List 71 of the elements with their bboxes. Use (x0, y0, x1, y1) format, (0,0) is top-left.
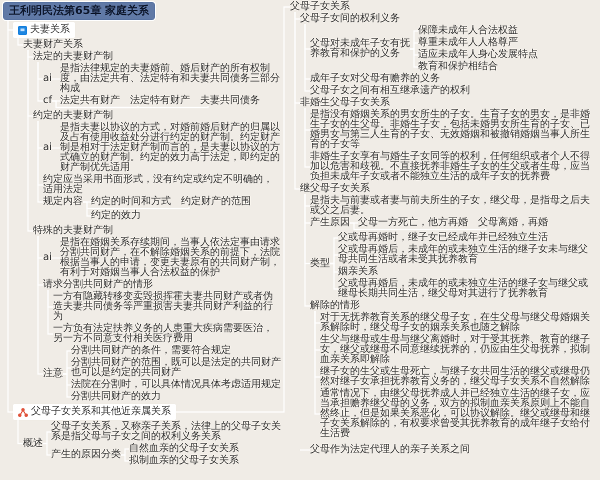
detail-text: 父母作为法定代理人的亲子关系之间 (310, 445, 470, 455)
subtopic-label: 类型 (310, 258, 330, 268)
connector-line (350, 222, 487, 230)
detail-text: 教育和保护相结合 (418, 62, 498, 72)
subtopic-label: ai (43, 74, 52, 84)
subtopic-label: 解除的情形 (310, 301, 360, 311)
detail-text: 生父与继母或生母与继父离婚时，对于受其抚养、教育的继子女，继父或继母不同意继续抚养的，仍应由生父母抚养，拟制血亲关系即解除 (320, 335, 597, 365)
detail-text: 约定应当采用书面形式，没有约定或约定不明确的，适用法定 (43, 175, 281, 195)
subtopic-label: 夫妻财产关系 (23, 40, 83, 50)
detail-text: 父母子女关系，又称亲子关系，法律上的父母子女关系是指父母与子女之间的权利义务关系 (51, 422, 281, 442)
detail-text: 自然血亲的父母子女关系 (129, 444, 239, 454)
detail-text: 对于无抚养教育关系的继父母子女，在生父母与继父母婚姻关系解除时，继父母子女的姻亲关系也随之解除 (320, 313, 597, 333)
detail-text: 保障未成年人合法权益 (418, 26, 518, 36)
detail-text: 父或母再婚时，继子女已经成年并已经独立生活 (338, 233, 548, 243)
detail-text: 拟制血亲的父母子女关系 (129, 456, 239, 466)
detail-text: 尊重未成年人人格尊严 (418, 38, 518, 48)
detail-text: 姻亲关系 (338, 267, 378, 277)
detail-text: 父或母再婚后，未成年的或未独立生活的继子女未与继父母共同生活或者未受其抚养教育 (338, 245, 597, 265)
detail-text: 约定财产的范围 (181, 197, 251, 207)
connector-line (17, 38, 23, 46)
detail-text: 父母一方死亡，他方再婚 (358, 218, 468, 228)
subtopic-label: 注意 (43, 369, 63, 379)
subtopic-label: 产生的原因分类 (51, 450, 121, 460)
detail-text: 父母子女之间有相互继承遗产的权利 (310, 86, 470, 96)
detail-text: 父母离婚，再婚 (478, 218, 548, 228)
subtopic-label: 特殊的夫妻财产制 (33, 226, 113, 236)
topic-title: 父母子女关系和其他近亲属关系 (31, 407, 171, 417)
detail-text: 法院在分割时，可以具体情况具体考虑适用规定 (71, 380, 281, 390)
central-topic: 王利明民法第65章 家庭关系 (3, 2, 156, 20)
detail-text: 是指在婚姻关系存续期间，当事人依法定事由请求分割共同财产，在不解除婚姻关系的前提下，法院根据当事人的申请，变更夫妻原有的共同财产制，有利于对婚姻当事人合法权益的保护 (60, 238, 281, 278)
subtopic-label: cf (43, 96, 52, 106)
connector-line (121, 454, 129, 462)
detail-text: 分割共同财产的效力 (71, 392, 161, 402)
subtopic-label: 父母子女间的权利义务 (300, 14, 400, 24)
subtopic-label: 约定的夫妻财产制 (33, 111, 113, 121)
detail-text: 约定的时间和方式 (91, 197, 171, 207)
detail-text: 法定特有财产 (130, 96, 190, 106)
main-topic (13, 22, 75, 38)
detail-text: 父或母再婚后，未成年的或未独立生活的继子女与继父或继母长期共同生活，继父母对其进行了抚养教育 (338, 279, 597, 299)
detail-text: 继子女的生父或生母死亡，与继子女共同生活的继父或继母仍然对继子女承担抚养教育义务的，继父母子女关系不自然解除 (320, 367, 597, 387)
subtopic-label: 继父母子女关系 (300, 184, 370, 194)
detail-text: 通常情况下，由继父母抚养成人并已经独立生活的继子女，应当承担赡养继父母的义务，双方的拟制血亲关系原则上不能自然终止，但是如果关系恶化，可以协议解除。继父或继母和继子女关系解除的，有权要求曾受其抚养教育的成年继子女给付生活费 (320, 389, 597, 439)
subtopic-label: 请求分割共同财产的情形 (43, 280, 153, 290)
subtopic-label: 法定的夫妻财产制 (33, 52, 113, 62)
detail-text: 适应未成年人身心发展特点 (418, 50, 538, 60)
subtopic-label: 父母对未成年子女有抚养教育和保护的义务 (310, 39, 410, 59)
subtopic-label: 规定内容 (43, 197, 83, 207)
detail-text: 法定共有财产 (60, 96, 120, 106)
detail-text: 是指夫妻以协议的方式，对婚前婚后财产的归属以及占有使用收益处分进行约定的财产制。约定财产制是相对于法定财产制而言的，是夫妻以协议的方式确立的财产制。约定的效力高于法定，即约定的财产制优先适用 (60, 123, 281, 173)
subtopic-label: 非婚生父母子女关系 (300, 98, 390, 108)
detail-text: 是指没有婚姻关系的男女所生的子女。生育子女的男女，是非婚生子女的生父母。非婚生子女，包括未婚男女所生育的子女、已婚男女与第三人生育的子女、无效婚姻和被撤销婚姻当事人所生育的子女等 (310, 110, 597, 150)
detail-text: 约定的效力 (91, 211, 141, 221)
subtopic-label: 产生原因 (310, 218, 350, 228)
detail-text: 一方负有法定扶养义务的人患重大疾病需要医治，另一方不同意支付相关医疗费用 (53, 324, 281, 344)
topic-title: 夫妻关系 (30, 25, 70, 35)
detail-text: 一方有隐藏转移变卖毁损挥霍夫妻共同财产或者伪造夫妻共同债务等严重损害夫妻共同财产利益的行为 (53, 292, 281, 322)
connector-line (176, 6, 290, 413)
detail-text: 是指夫与前妻或者妻与前夫所生的子女，继父母，是指母之后夫或父之后妻。 (310, 196, 597, 216)
subtopic-label: ai (43, 143, 52, 153)
detail-text: 成年子女对父母有赡养的义务 (310, 74, 440, 84)
detail-text: 是指法律规定的夫妻婚前、婚后财产的所有权制度，由法定共有、法定特有和夫妻共同债务三部分构成 (60, 64, 281, 94)
subtopic-label: ai (43, 253, 52, 263)
detail-text: 夫妻共同债务 (200, 96, 260, 106)
subtopic-label: 父母子女关系 (290, 2, 350, 12)
connector-line (17, 420, 23, 444)
main-topic (13, 404, 176, 420)
connector-line (43, 442, 51, 456)
detail-text: 分割共同财产的条件，需要符合规定 (71, 346, 231, 356)
subtopic-label: 概述 (23, 438, 43, 448)
detail-text: 分割共同财产的范围，既可以是法定的共同财产也可以是约定的共同财产 (71, 358, 281, 378)
detail-text: 非婚生子女享有与婚生子女同等的权利，任何组织或者个人不得加以危害和歧视。不直接抚养非婚生子女的生父或者生母，应当负担未成年子女或者不能独立生活的成年子女的抚养费 (310, 152, 597, 182)
